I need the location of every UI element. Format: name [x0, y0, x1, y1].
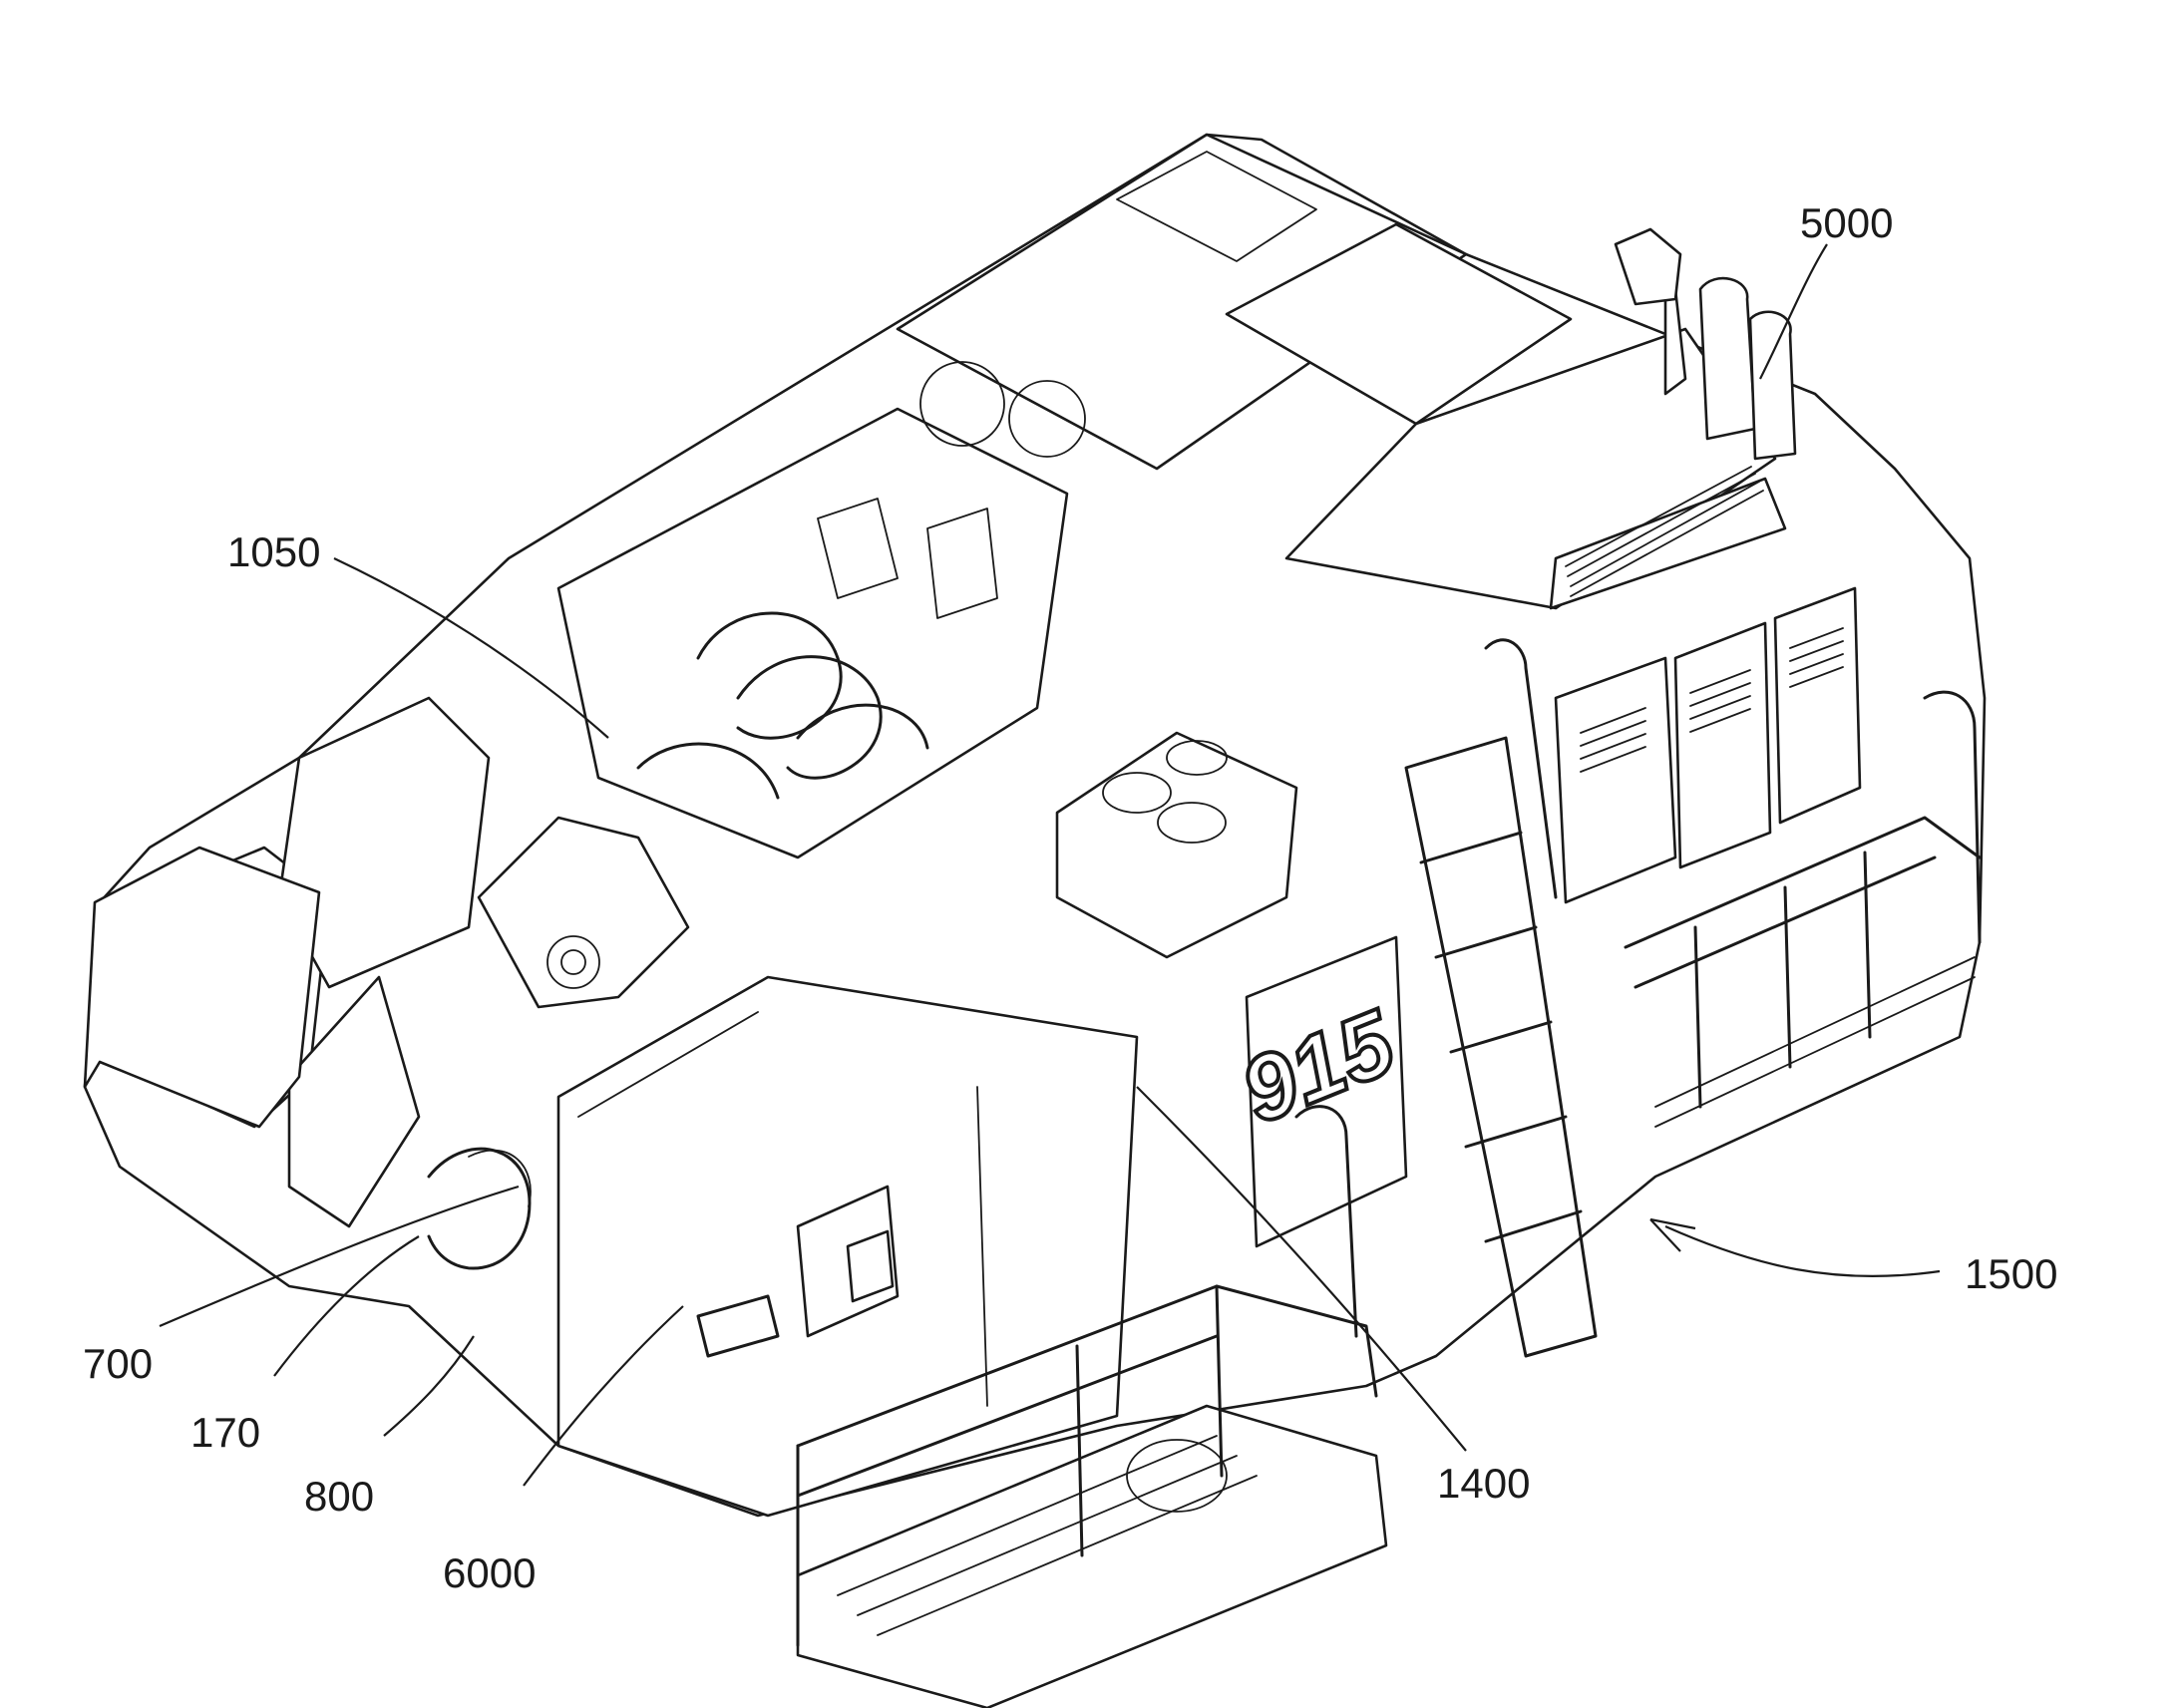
left-counterweight-box [83, 846, 321, 1129]
leader-lines [159, 243, 1941, 1487]
ref-label-1050: 1050 [227, 528, 320, 575]
roof-grille [1549, 466, 1787, 610]
leader-1500-arrow [1649, 1217, 1696, 1252]
access-ladder [1404, 638, 1598, 1358]
model-badge-panel: 915 [1226, 935, 1412, 1248]
ref-label-700: 700 [83, 1340, 153, 1387]
engine-compartment [556, 361, 1086, 859]
upper-structure: 915 [83, 133, 1987, 1708]
ref-label-5000: 5000 [1800, 199, 1893, 246]
hydraulic-tank [1055, 731, 1298, 959]
leader-800 [383, 1335, 475, 1437]
leader-5000 [1759, 243, 1828, 380]
exhaust-stacks [1614, 227, 1797, 461]
ref-label-170: 170 [190, 1409, 260, 1456]
leader-170 [273, 1235, 420, 1377]
ref-label-6000: 6000 [443, 1549, 536, 1596]
ref-label-1400: 1400 [1437, 1460, 1530, 1507]
leader-1500 [1664, 1224, 1941, 1278]
leader-1050 [333, 557, 609, 739]
right-railing [1624, 690, 1982, 1128]
front-platform [796, 1105, 1388, 1708]
operator-cab [556, 975, 1139, 1518]
ref-label-800: 800 [304, 1473, 374, 1520]
leader-1400 [1136, 1086, 1467, 1452]
leader-700 [159, 1185, 520, 1328]
leader-6000 [523, 1305, 684, 1487]
ref-label-1500: 1500 [1965, 1250, 2057, 1297]
side-cabinets [1554, 586, 1862, 904]
reference-numerals: 5000 1050 1500 700 170 800 6000 1400 [83, 199, 2057, 1596]
